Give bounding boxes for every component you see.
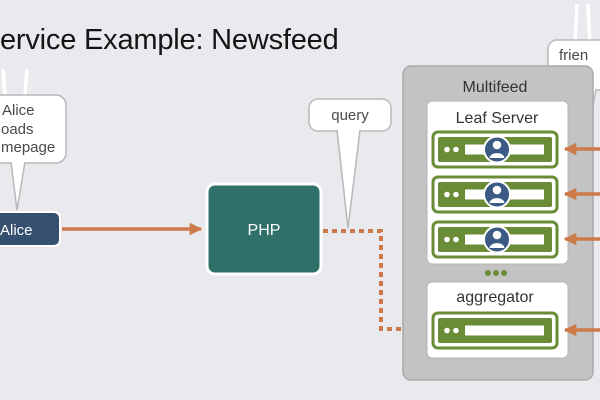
aggregator-panel: aggregator [426, 281, 569, 359]
php-label: PHP [248, 222, 281, 239]
user-avatar-icon [483, 180, 511, 209]
php-node: PHP [205, 182, 323, 276]
ellipsis-dots-icon [485, 270, 507, 276]
leaf-server-row-3 [431, 220, 559, 259]
leaf-server-label: Leaf Server [456, 110, 539, 127]
leaf-server-row-2 [431, 175, 559, 214]
arrow-php-to-aggregator [323, 229, 427, 337]
alice-callout-line-2: oads [1, 121, 34, 138]
alice-label: Alice [0, 222, 33, 239]
alice-node: Alice [0, 211, 61, 247]
multifeed-label: Multifeed [463, 79, 528, 96]
slide-title: ervice Example: Newsfeed [0, 24, 339, 56]
alice-callout: Alice oads mepage [0, 68, 67, 211]
alice-callout-line-3: mepage [1, 139, 55, 156]
user-avatar-icon [483, 225, 511, 254]
alice-callout-line-1: Alice [2, 102, 35, 119]
aggregator-label: aggregator [456, 289, 534, 306]
query-label: query [331, 107, 369, 124]
user-avatar-icon [483, 135, 511, 164]
leaf-server-row-1 [431, 130, 559, 169]
friend-callout-line-1: frien [559, 47, 588, 64]
server-icon [444, 325, 544, 336]
query-callout: query [308, 98, 392, 229]
